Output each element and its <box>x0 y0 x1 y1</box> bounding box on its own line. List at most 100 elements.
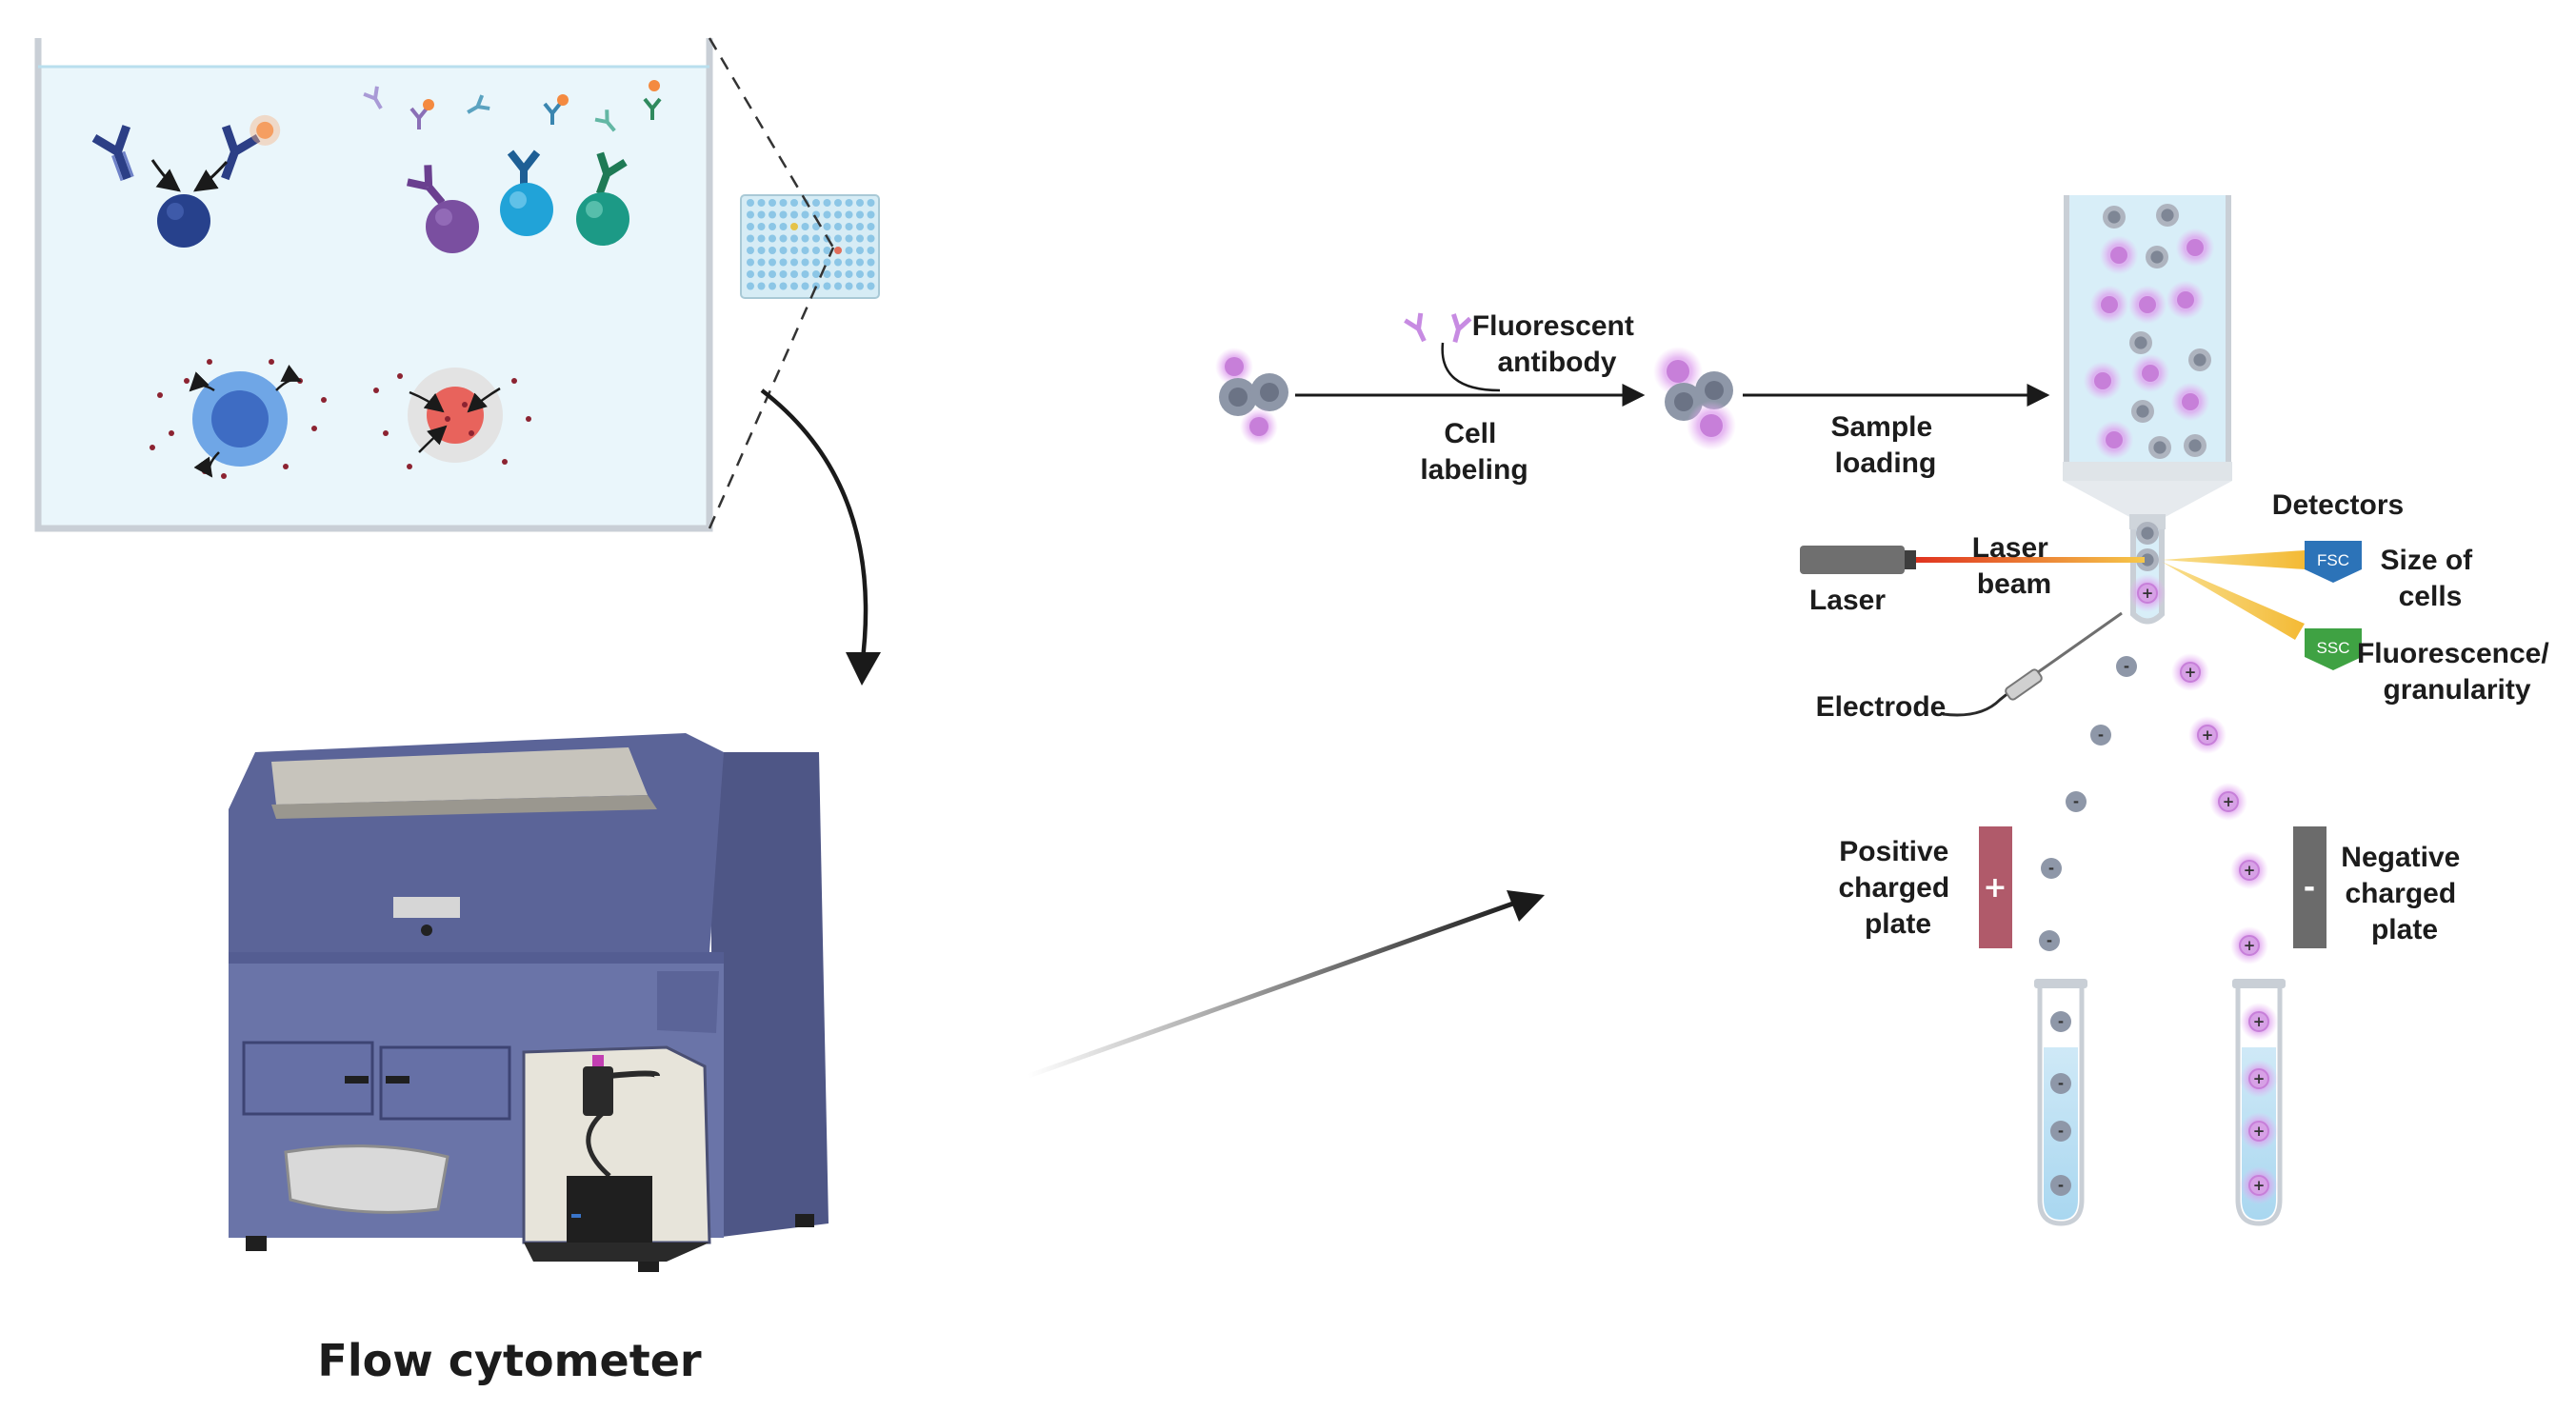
well <box>834 210 842 219</box>
cell-icon <box>2248 1011 2269 1032</box>
cell-icon <box>2218 791 2239 812</box>
charge-minus: - <box>2058 1075 2064 1092</box>
well <box>747 258 754 267</box>
well <box>823 282 831 290</box>
well <box>790 282 798 290</box>
charge-plus: + <box>2244 937 2256 954</box>
well <box>845 210 853 219</box>
cell-icon <box>2094 372 2111 389</box>
well <box>769 247 776 254</box>
well <box>757 282 766 290</box>
well <box>790 234 798 243</box>
antibody-icon <box>221 114 281 181</box>
electrode-icon <box>1942 611 2123 717</box>
well <box>845 282 853 290</box>
well <box>867 199 875 207</box>
detector-icon: FSC <box>2305 541 2362 583</box>
charge-plus: + <box>2185 664 2197 681</box>
well <box>867 223 875 230</box>
cell-icon <box>2116 656 2137 677</box>
charge-plus: + <box>2253 1123 2266 1140</box>
cell-icon <box>576 192 629 246</box>
charge-minus: - <box>2058 1123 2064 1140</box>
cell-labeling-label: Cell labeling <box>1420 418 1528 486</box>
cell-icon <box>2090 725 2111 746</box>
antibody-icon <box>595 151 628 195</box>
well <box>757 210 766 219</box>
cell-icon <box>2182 393 2199 410</box>
well <box>790 258 798 267</box>
well <box>801 247 809 254</box>
cell-icon <box>2139 296 2156 313</box>
well <box>779 199 788 207</box>
well <box>769 282 776 290</box>
well <box>867 258 875 267</box>
well <box>801 234 809 243</box>
well <box>801 270 809 278</box>
flow-cytometer-caption: Flow cytometer <box>317 1335 701 1386</box>
well <box>747 282 754 290</box>
well <box>823 210 831 219</box>
well <box>757 223 766 230</box>
well <box>747 199 754 207</box>
well <box>769 234 776 243</box>
cell-icon <box>2039 930 2060 951</box>
cell-icon <box>2101 296 2118 313</box>
well <box>747 223 754 230</box>
negative-charged-plate: - <box>2293 826 2326 948</box>
well <box>769 223 776 230</box>
well <box>823 247 831 254</box>
well <box>845 234 853 243</box>
antibody-binding-group <box>91 114 281 248</box>
well <box>757 234 766 243</box>
well <box>856 234 864 243</box>
well <box>845 258 853 267</box>
well <box>845 247 853 254</box>
cell-icon <box>500 183 553 236</box>
well <box>834 282 842 290</box>
well <box>856 282 864 290</box>
well <box>779 247 788 254</box>
well-plate-icon <box>740 194 880 299</box>
well <box>757 258 766 267</box>
plus-sign: + <box>1983 871 2007 905</box>
antibody-icon <box>407 165 446 206</box>
antibody-icon <box>91 125 134 182</box>
cell-icon <box>2239 860 2260 881</box>
well <box>823 223 831 230</box>
cell-icon <box>2187 239 2204 256</box>
well <box>856 270 864 278</box>
process-arrow <box>760 388 869 667</box>
well <box>867 234 875 243</box>
cell-icon <box>2050 1011 2071 1032</box>
charge-minus: - <box>2073 793 2079 810</box>
charge-minus: - <box>2048 860 2054 877</box>
charge-plus: + <box>2253 1177 2266 1194</box>
test-tube-icon <box>2034 979 2087 1226</box>
labeled-cells-row <box>407 149 629 253</box>
well <box>747 210 754 219</box>
well <box>790 210 798 219</box>
well <box>769 258 776 267</box>
positive-charged-plate: + <box>1979 826 2012 948</box>
negative-plate-label: Negative charged plate <box>2341 842 2467 945</box>
well <box>856 210 864 219</box>
well <box>845 270 853 278</box>
charged-droplets: +-----+++++ <box>2039 574 2268 965</box>
cell-icon <box>2248 1175 2269 1196</box>
labeled-cell-cluster <box>1653 347 1736 450</box>
cell-icon <box>2142 365 2159 382</box>
assay-tank <box>34 38 713 532</box>
minus-sign: - <box>2304 871 2315 905</box>
charge-minus: - <box>2098 726 2104 744</box>
well <box>812 199 820 207</box>
well <box>747 270 754 278</box>
well <box>801 223 809 230</box>
electrode-label: Electrode <box>1816 691 1947 723</box>
positive-plate-label: Positive charged plate <box>1838 836 1957 940</box>
well <box>747 234 754 243</box>
fluorescent-antibody-label: Fluorescent antibody <box>1472 310 1642 378</box>
well <box>867 210 875 219</box>
charge-minus: - <box>2047 932 2052 949</box>
